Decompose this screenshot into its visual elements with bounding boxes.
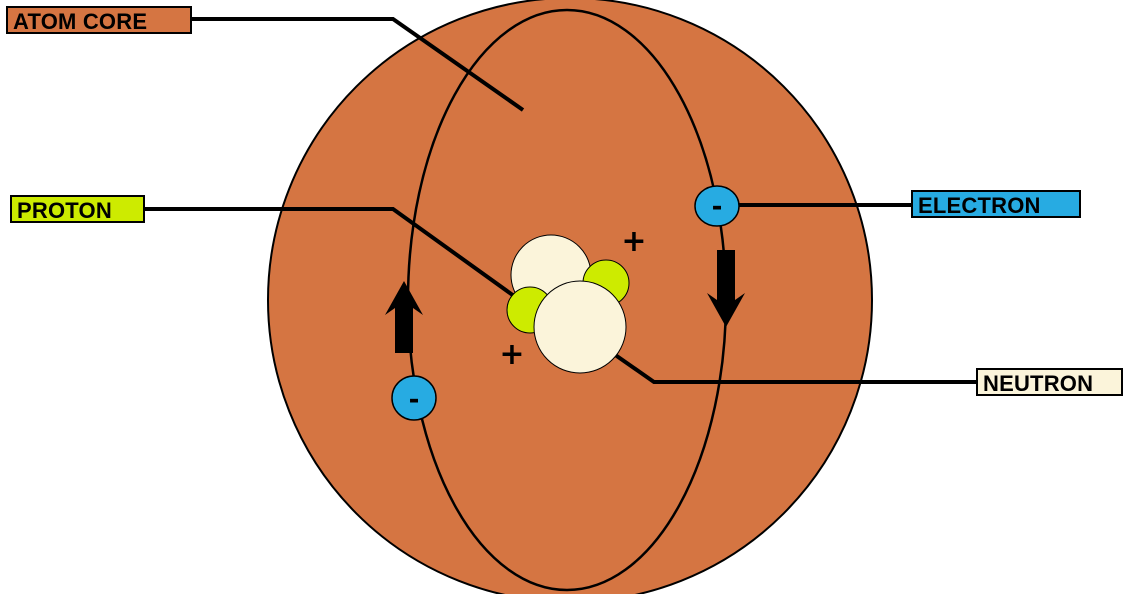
proton-charge-sign-lower: + bbox=[499, 337, 524, 372]
electron-left: - bbox=[391, 375, 437, 421]
neutron-particle-front bbox=[533, 280, 627, 374]
electron-charge-sign: - bbox=[712, 192, 723, 222]
electron-charge-sign: - bbox=[409, 385, 420, 415]
arrow-up-icon bbox=[385, 281, 423, 353]
neutron-label: NEUTRON bbox=[976, 368, 1123, 396]
neutron-leader-line bbox=[599, 343, 976, 384]
atom-core-label: ATOM CORE bbox=[6, 6, 192, 34]
proton-charge-sign-upper: + bbox=[621, 224, 646, 259]
electron-label: ELECTRON bbox=[911, 190, 1081, 218]
arrow-down-icon bbox=[707, 250, 745, 327]
electron-right: - bbox=[694, 185, 740, 227]
proton-leader-line bbox=[144, 207, 523, 303]
atom-core-leader-line bbox=[192, 17, 525, 112]
proton-label: PROTON bbox=[10, 195, 145, 223]
